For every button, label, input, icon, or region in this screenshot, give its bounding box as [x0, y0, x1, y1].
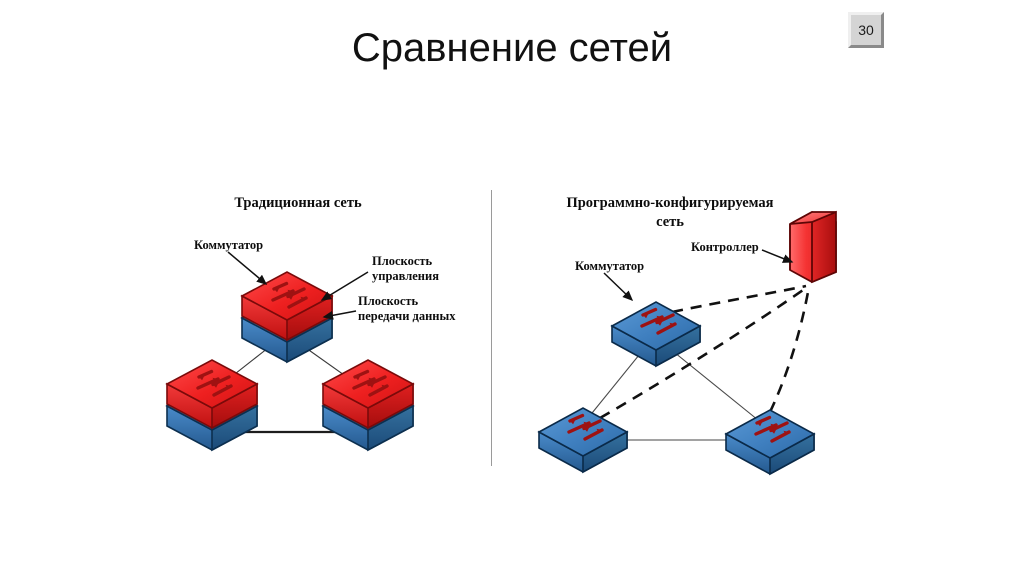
label-controller: Контроллер: [691, 240, 759, 254]
left-switch-bottom-right: [321, 359, 415, 452]
slide-number-badge: 30: [848, 12, 884, 48]
right-panel-leader-lines: [603, 249, 794, 302]
right-switch-top: [610, 301, 702, 368]
right-panel-heading-line2: сеть: [656, 214, 684, 230]
right-switch-bottom-right: [724, 409, 816, 476]
label-switch-traditional: Коммутатор: [194, 238, 264, 252]
left-switch-bottom-left: [165, 359, 259, 452]
right-panel-heading-line1: Программно-конфигурируемая: [566, 195, 774, 211]
page-title: Сравнение сетей: [351, 26, 673, 70]
left-switch-top: [240, 271, 334, 364]
controller-dashed-links: [599, 284, 810, 420]
left-panel-heading: Традиционная сеть: [234, 195, 362, 211]
left-panel-leader-lines: [227, 251, 369, 320]
label-data-plane: Плоскость передачи данных: [358, 294, 456, 323]
controller-node: [789, 210, 837, 284]
label-control-plane: Плоскость управления: [372, 254, 439, 283]
label-switch-sdn: Коммутатор: [575, 259, 645, 273]
right-switch-bottom-left: [537, 407, 629, 474]
panel-divider: [491, 190, 492, 466]
right-panel-heading: Программно-конфигурируемая сеть: [520, 194, 820, 232]
